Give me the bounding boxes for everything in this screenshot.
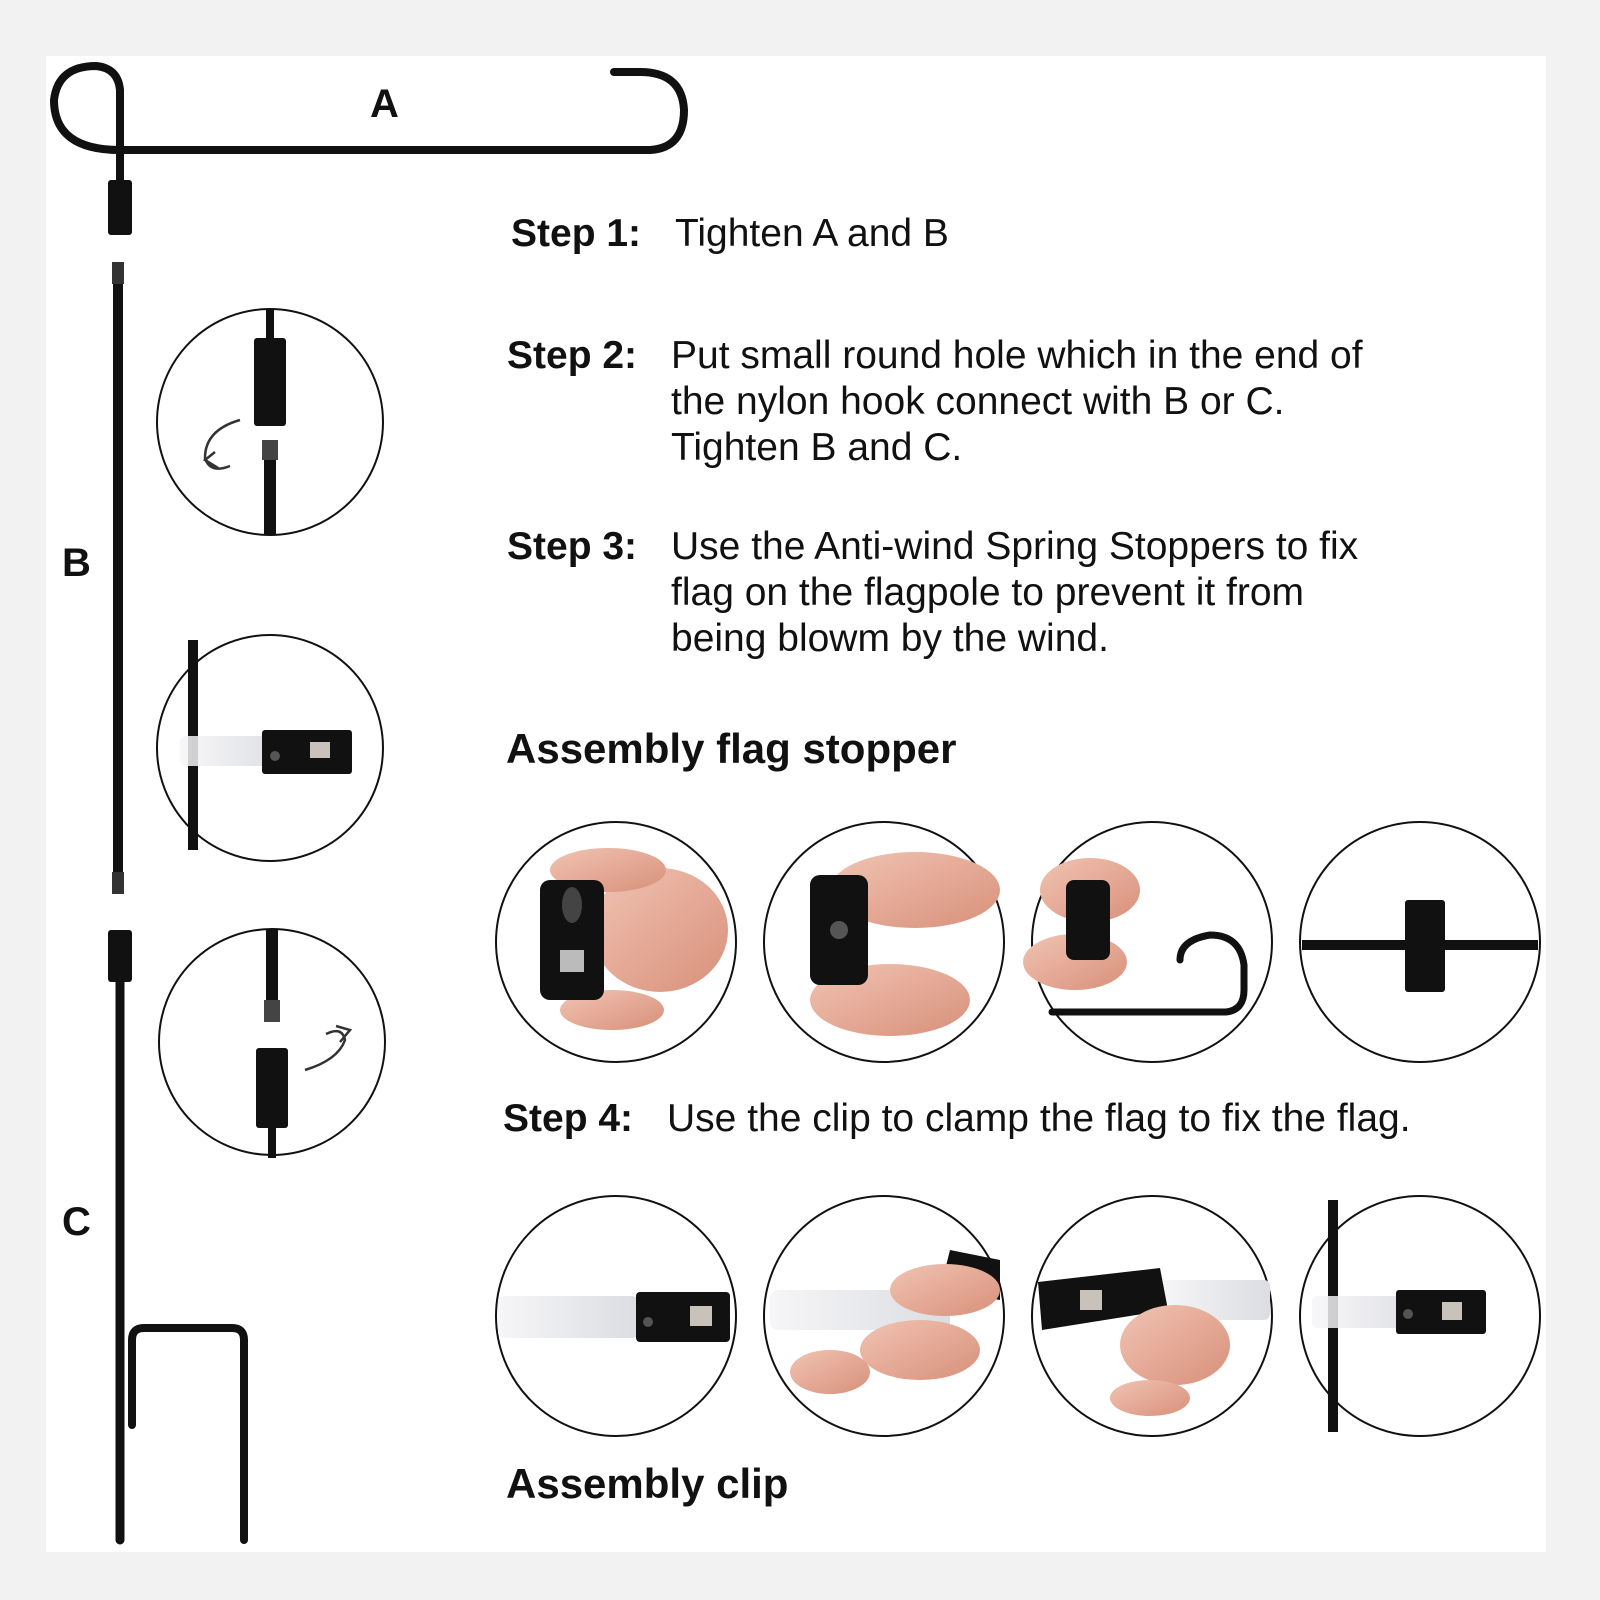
detail-circle-twist-bc bbox=[158, 928, 386, 1158]
stopper-photo-2 bbox=[763, 821, 1005, 1063]
stopper-photo-1 bbox=[495, 821, 737, 1063]
part-label-a: A bbox=[370, 82, 399, 126]
step-4-heading: Step 4: bbox=[503, 1097, 634, 1140]
stopper-photo-3 bbox=[1023, 821, 1273, 1063]
step-3: Step 3: Use the Anti-wind Spring Stopper… bbox=[507, 524, 1358, 662]
step-3-text: Use the Anti-wind Spring Stoppers to fix… bbox=[671, 525, 1359, 660]
step-2: Step 2: Put small round hole which in th… bbox=[507, 333, 1363, 471]
step-1: Step 1: Tighten A and B bbox=[511, 211, 949, 257]
step-2-text: Put small round hole which in the end of… bbox=[671, 334, 1363, 469]
part-c-stake bbox=[108, 930, 248, 1545]
step-3-heading: Step 3: bbox=[507, 525, 638, 568]
part-label-b: B bbox=[62, 541, 91, 585]
stopper-photo-4 bbox=[1299, 821, 1541, 1063]
part-a-connector bbox=[108, 180, 132, 235]
step-1-text: Tighten A and B bbox=[675, 212, 949, 255]
clip-photo-2 bbox=[763, 1195, 1005, 1437]
detail-circle-clip-on-pole bbox=[156, 634, 384, 862]
stopper-section-title: Assembly flag stopper bbox=[506, 725, 957, 772]
part-a-arm bbox=[49, 61, 689, 184]
step-4-text: Use the clip to clamp the flag to fix th… bbox=[667, 1097, 1411, 1140]
part-label-c: C bbox=[62, 1200, 91, 1244]
step-4: Step 4: Use the clip to clamp the flag t… bbox=[503, 1096, 1411, 1142]
step-1-heading: Step 1: bbox=[511, 212, 642, 255]
clip-section-title: Assembly clip bbox=[506, 1460, 789, 1507]
detail-circle-twist-ab bbox=[156, 308, 384, 536]
step-2-heading: Step 2: bbox=[507, 334, 638, 377]
clip-photo-4 bbox=[1299, 1195, 1541, 1437]
part-b-pole bbox=[112, 262, 124, 894]
clip-photo-1 bbox=[495, 1195, 737, 1437]
clip-photo-3 bbox=[1031, 1195, 1273, 1437]
